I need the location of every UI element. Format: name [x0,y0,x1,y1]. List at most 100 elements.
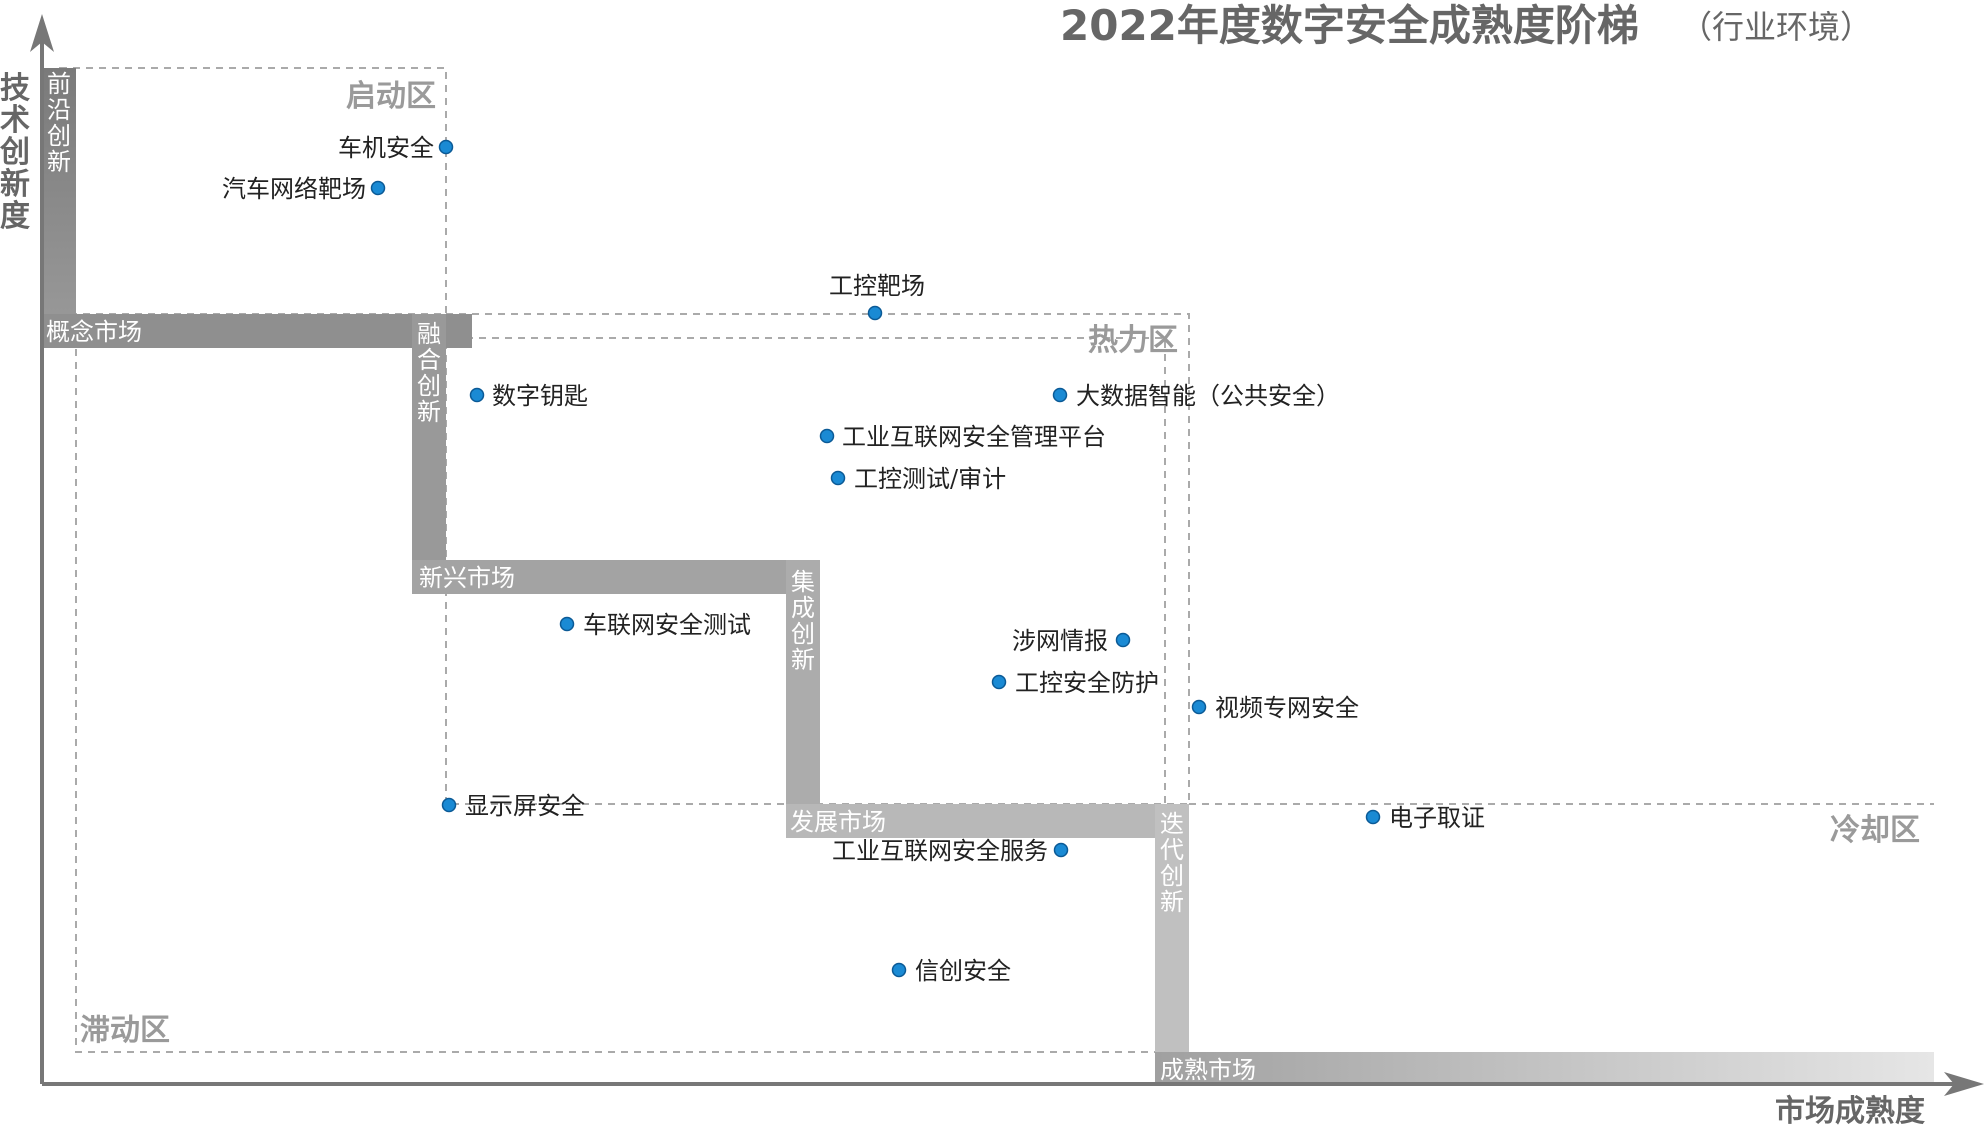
stagnant-zone-outline [75,337,1166,1053]
item-dot [438,139,454,155]
item-dot [1053,842,1069,858]
zone-label-stagnant: 滞动区 [80,1013,170,1048]
item-label: 数字钥匙 [492,382,588,410]
svg-text:沿: 沿 [47,96,71,124]
x-axis-arrowhead [1944,1072,1984,1096]
label-fusion-innovation: 融 合 创 新 [417,320,441,426]
svg-text:新: 新 [1160,888,1184,916]
label-concept-market: 概念市场 [46,318,142,346]
svg-text:新: 新 [0,167,30,202]
item-label: 工业互联网安全服务 [832,837,1048,865]
stair-labels: 前 沿 创 新 概念市场 融 合 创 新 新兴市场 集 成 创 新 发展市场 迭… [46,70,1256,1084]
item-label: 工控测试/审计 [854,465,1006,493]
item-dot [1191,699,1207,715]
stair-concept-market [42,314,472,348]
label-emerging-market: 新兴市场 [419,564,515,592]
svg-text:集: 集 [791,568,815,596]
item-dot [891,962,907,978]
label-mature-market: 成熟市场 [1160,1056,1256,1084]
item-iiot-security-service: 工业互联网安全服务 [832,837,1069,865]
item-label: 视频专网安全 [1215,694,1359,722]
zone-label-start: 启动区 [346,79,436,114]
item-label: 大数据智能（公共安全） [1076,382,1340,410]
item-label: 显示屏安全 [465,792,585,820]
item-digital-forensics: 电子取证 [1365,804,1485,832]
item-ics-testing-audit: 工控测试/审计 [830,465,1006,493]
zone-labels: 启动区 热力区 冷却区 滞动区 [80,79,1920,1048]
label-development-market: 发展市场 [790,808,886,836]
item-dot [830,470,846,486]
item-dot [441,797,457,813]
svg-text:创: 创 [791,620,815,648]
svg-text:创: 创 [417,372,441,400]
svg-text:代: 代 [1160,836,1184,864]
svg-text:创: 创 [47,122,71,150]
item-dot [1052,387,1068,403]
svg-text:新: 新 [47,148,71,176]
svg-text:迭: 迭 [1160,810,1184,838]
label-iteration-innovation: 迭 代 创 新 [1160,810,1184,916]
svg-text:成: 成 [791,594,815,622]
stair-fusion-innovation [412,314,446,574]
item-label: 工控安全防护 [1015,669,1159,697]
item-iiot-security-platform: 工业互联网安全管理平台 [819,423,1106,451]
zone-label-hot: 热力区 [1088,323,1178,358]
diagram-subtitle: （行业环境） [1680,8,1872,46]
stair-frontier-innovation [42,68,76,338]
y-axis-label: 技 术 创 新 度 [0,71,30,234]
svg-text:度: 度 [0,199,30,234]
items: 车机安全 汽车网络靶场 工控靶场 数字钥匙 大数据智能（公共安全） 工业互联网安… [222,134,1485,985]
item-dot [1365,809,1381,825]
item-video-private-network: 视频专网安全 [1191,694,1359,722]
item-big-data-intelligence: 大数据智能（公共安全） [1052,382,1340,410]
item-display-security: 显示屏安全 [441,792,585,820]
item-label: 车联网安全测试 [583,611,751,639]
stair-integration-innovation [786,560,820,810]
item-dot [469,387,485,403]
zone-outlines [59,67,1934,1053]
item-label: 信创安全 [915,957,1011,985]
item-digital-key: 数字钥匙 [469,382,588,410]
item-ics-protection: 工控安全防护 [991,669,1159,697]
item-dot [991,674,1007,690]
item-dot [1115,632,1131,648]
item-label: 工业互联网安全管理平台 [842,423,1106,451]
item-dot [819,428,835,444]
stair-emerging-market [412,560,820,594]
diagram-title: 2022年度数字安全成熟度阶梯 [1060,1,1639,50]
svg-text:合: 合 [417,346,441,374]
item-label: 汽车网络靶场 [222,175,366,203]
item-label: 工控靶场 [829,272,925,300]
item-vehicle-network-range: 汽车网络靶场 [222,175,386,203]
item-iov-security-testing: 车联网安全测试 [559,611,751,639]
zone-label-cool: 冷却区 [1830,813,1920,848]
item-ics-range: 工控靶场 [829,272,925,321]
svg-text:新: 新 [791,646,815,674]
axes [40,32,1958,1086]
svg-text:创: 创 [1160,862,1184,890]
item-label: 车机安全 [338,134,434,162]
staircase [42,68,1934,1086]
item-dot [867,305,883,321]
stair-development-market [786,804,1189,838]
svg-text:术: 术 [0,103,30,138]
item-dot [559,616,575,632]
label-integration-innovation: 集 成 创 新 [791,568,815,674]
item-dot [370,180,386,196]
svg-text:技: 技 [0,71,30,106]
stair-iteration-innovation [1155,804,1189,1054]
x-axis-label: 市场成熟度 [1775,1094,1925,1127]
y-axis-arrowhead [30,14,54,52]
svg-text:新: 新 [417,398,441,426]
item-car-infotainment-security: 车机安全 [338,134,454,162]
item-xinchuang-security: 信创安全 [891,957,1011,985]
stair-mature-market [1155,1052,1934,1086]
label-frontier-innovation: 前 沿 创 新 [47,70,71,176]
svg-text:前: 前 [47,70,71,98]
item-label: 涉网情报 [1012,627,1108,655]
svg-text:创: 创 [0,135,30,170]
item-label: 电子取证 [1389,804,1485,832]
svg-text:融: 融 [417,320,441,348]
